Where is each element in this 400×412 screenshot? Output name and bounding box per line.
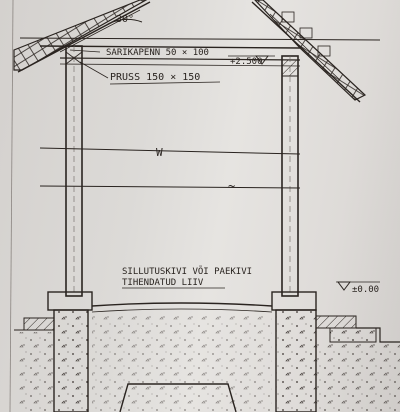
roof [13, 0, 367, 103]
post-leader [79, 61, 109, 79]
paving-label-line1: SILLUTUSKIVI VÕI PAEKIVI [122, 265, 252, 277]
post-right [281, 55, 299, 297]
foundation-right [271, 291, 400, 412]
pit-outline [119, 383, 237, 412]
post-left [65, 45, 83, 297]
paving-surface [91, 302, 273, 313]
top-beam [19, 37, 381, 67]
foundation-left [14, 291, 93, 412]
post-label: PRUSS 150 × 150 [110, 72, 200, 83]
rafter-right [251, 1, 361, 103]
break-mark-1: W [156, 146, 163, 159]
ground-fill [18, 314, 400, 412]
rafter-left [17, 1, 151, 73]
break-mark-2: ~ [228, 179, 235, 193]
elevation-ground-label: ±0.00 [352, 285, 379, 295]
roof-angle-label: 30° [116, 14, 134, 25]
roof-tiles-left [13, 0, 148, 71]
break-line-2 [39, 185, 301, 189]
angle-arc [107, 18, 143, 25]
sheet-border-line [9, 0, 14, 412]
elevation-marker-ground [336, 281, 380, 291]
paving-label-line2: TIHENDATUD LIIV [122, 278, 204, 288]
break-line-1 [39, 147, 301, 155]
rafter-label: SARIKAPENN 50 × 100 [106, 48, 209, 58]
rafter-leader [69, 49, 101, 53]
elevation-top-label: +2.500 [230, 57, 263, 67]
elevation-marker-top [228, 55, 275, 65]
